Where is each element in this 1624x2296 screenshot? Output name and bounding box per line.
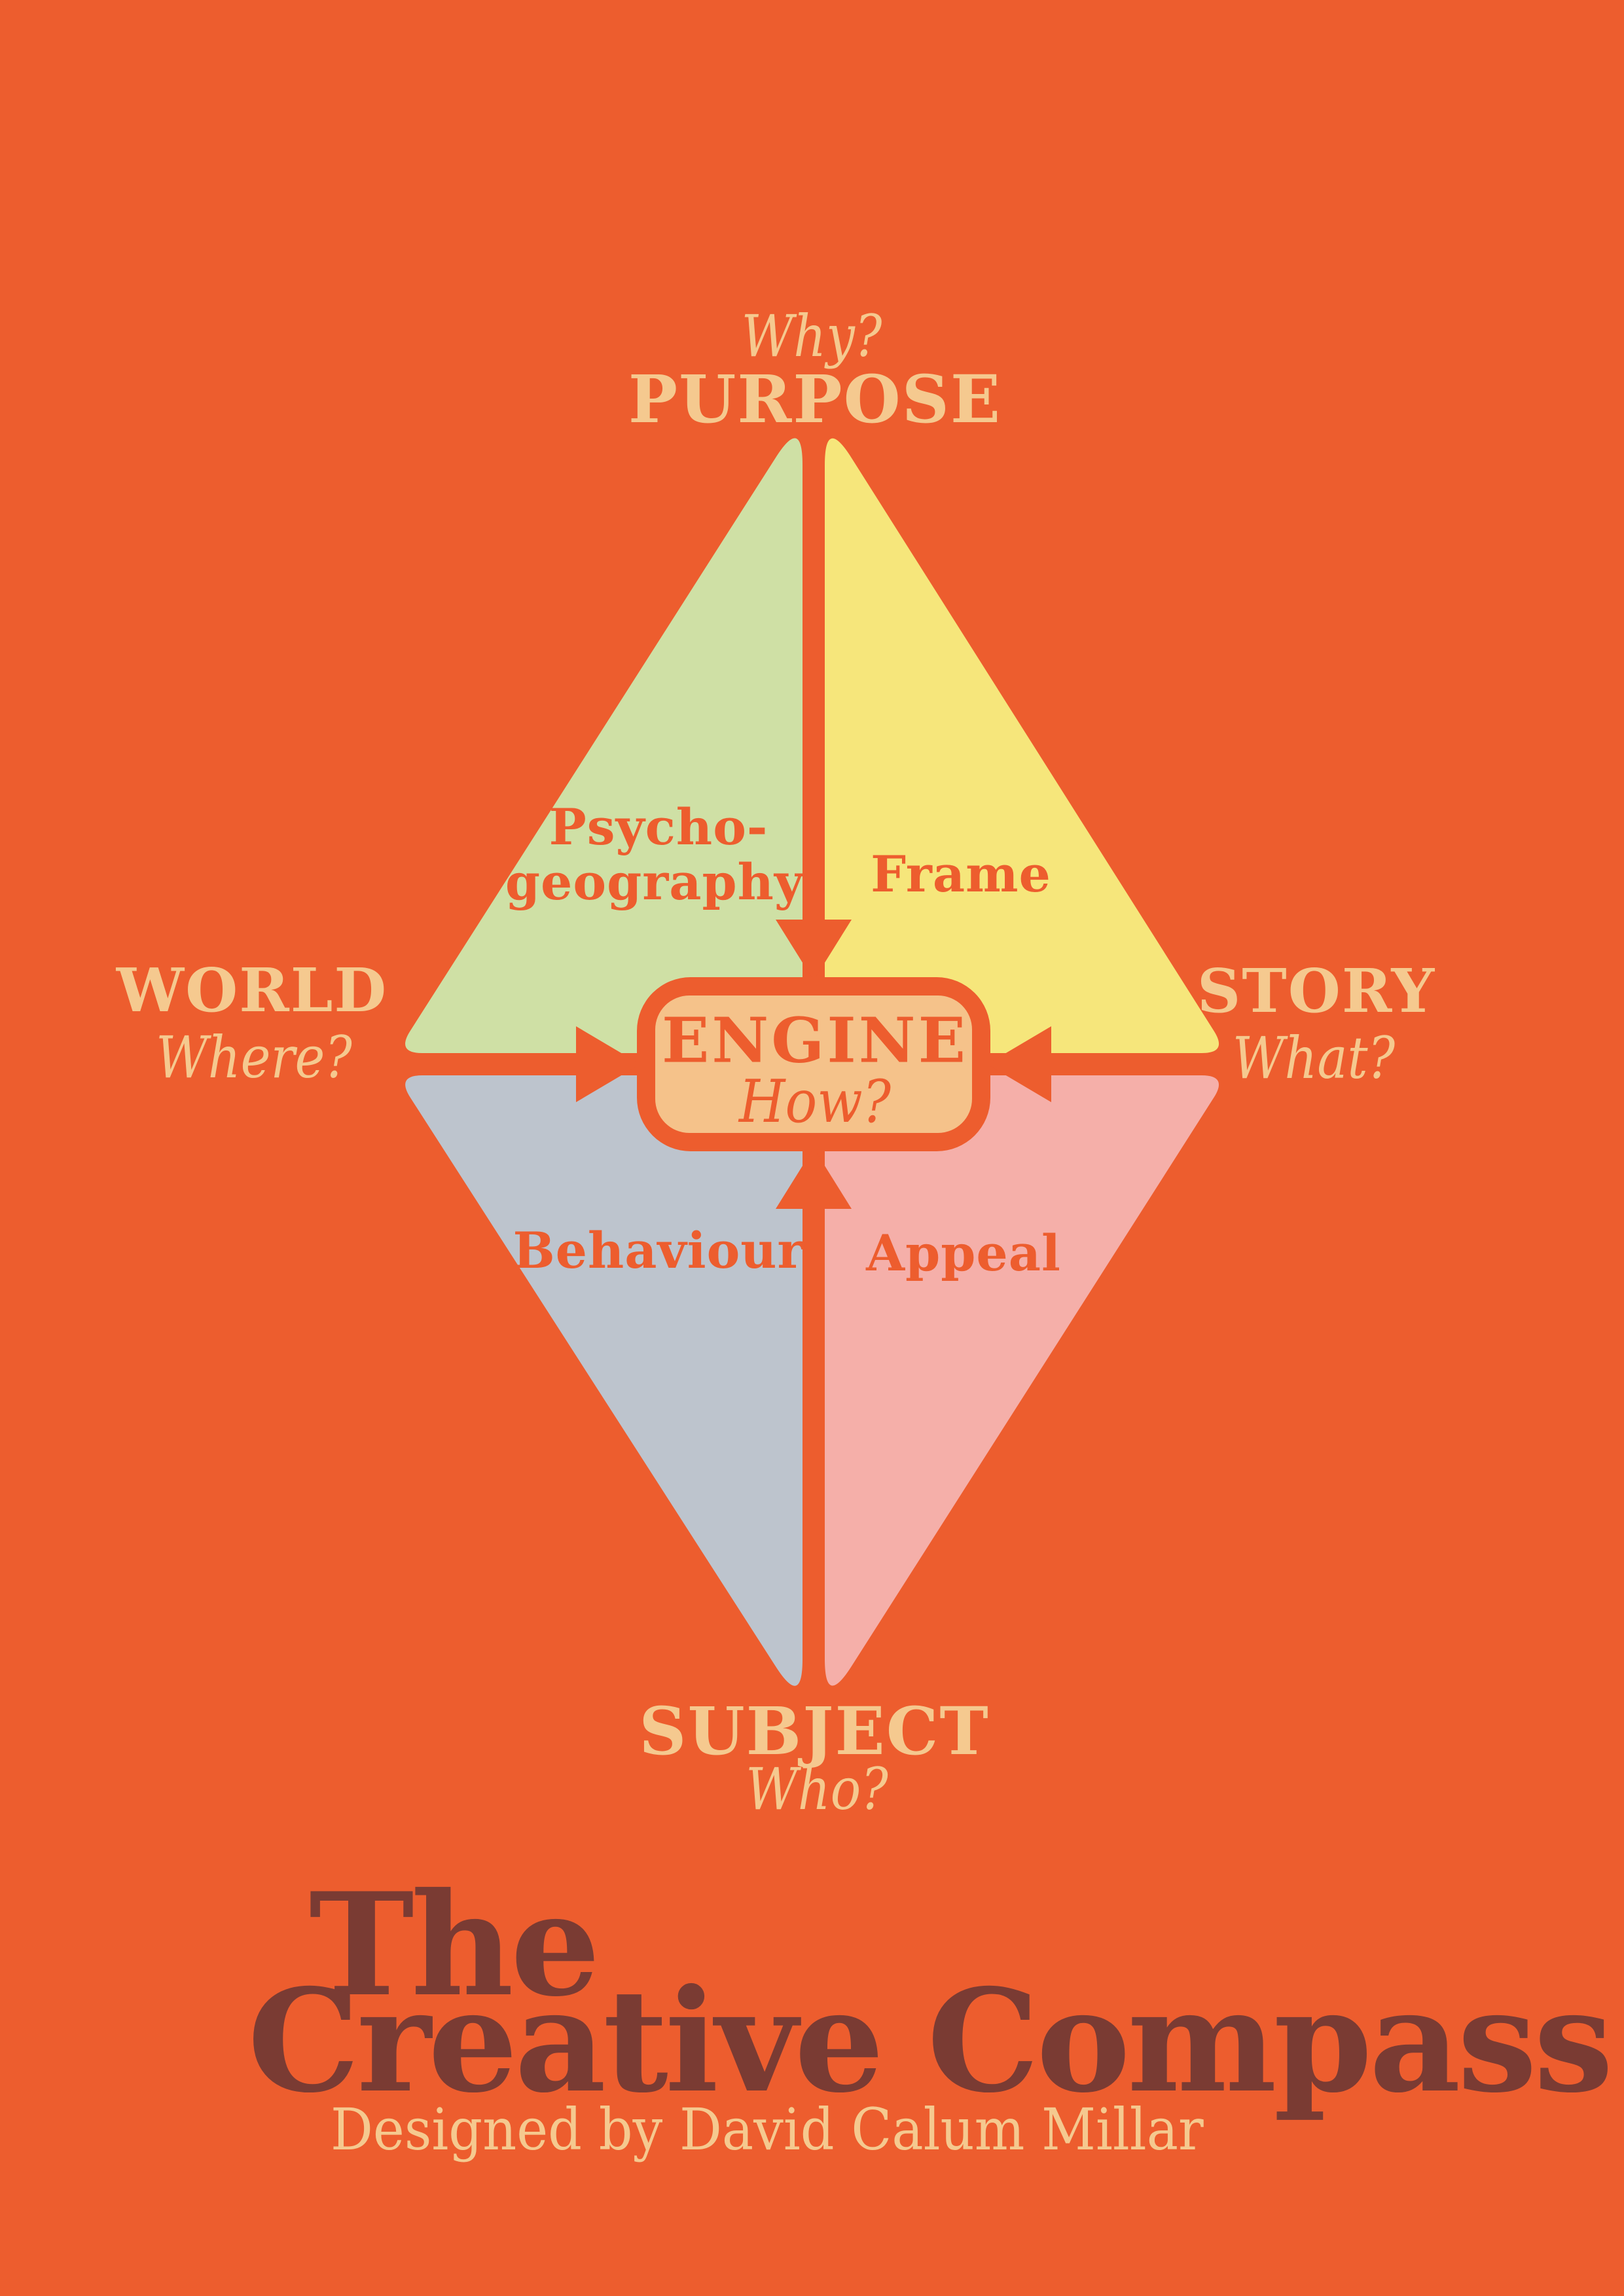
engine-question: How?: [738, 1067, 892, 1136]
quadrant-top-right-shape: [825, 438, 1219, 1053]
arrowhead-from-purpose-icon: [776, 920, 852, 980]
quadrant-top-left-label-line2: geography: [505, 853, 804, 911]
west-label: WORLD: [116, 955, 388, 1026]
east-question: What?: [1232, 1024, 1396, 1092]
engine-label: ENGINE: [661, 1004, 969, 1077]
poster-credit: Designed by David Calum Millar: [331, 2096, 1204, 2163]
quadrant-bottom-right-shape: [825, 1075, 1219, 1686]
engine-box-fill: [655, 996, 972, 1133]
quadrant-top-left-label-line1: Psycho-: [549, 798, 768, 856]
poster-title-line1: The: [309, 1861, 600, 2028]
north-question: Why?: [741, 302, 882, 370]
quadrant-bottom-left-shape: [405, 1075, 803, 1686]
south-question: Who?: [746, 1755, 888, 1823]
west-question: Where?: [156, 1024, 352, 1091]
quadrant-bottom-right-label: Appeal: [866, 1224, 1061, 1282]
arrowhead-from-world-icon: [576, 1026, 640, 1102]
quadrant-top-right-label: Frame: [871, 845, 1051, 903]
quadrant-bottom-left-label: Behaviour: [513, 1221, 804, 1280]
quadrant-top-left-shape: [405, 438, 803, 1053]
poster-title-line2: Creative Compass: [247, 1958, 1614, 2124]
east-label: STORY: [1197, 956, 1436, 1026]
north-label: PURPOSE: [628, 361, 1002, 438]
arrowhead-from-story-icon: [987, 1026, 1051, 1102]
south-label: SUBJECT: [639, 1693, 990, 1770]
arrowhead-from-subject-icon: [776, 1148, 852, 1209]
